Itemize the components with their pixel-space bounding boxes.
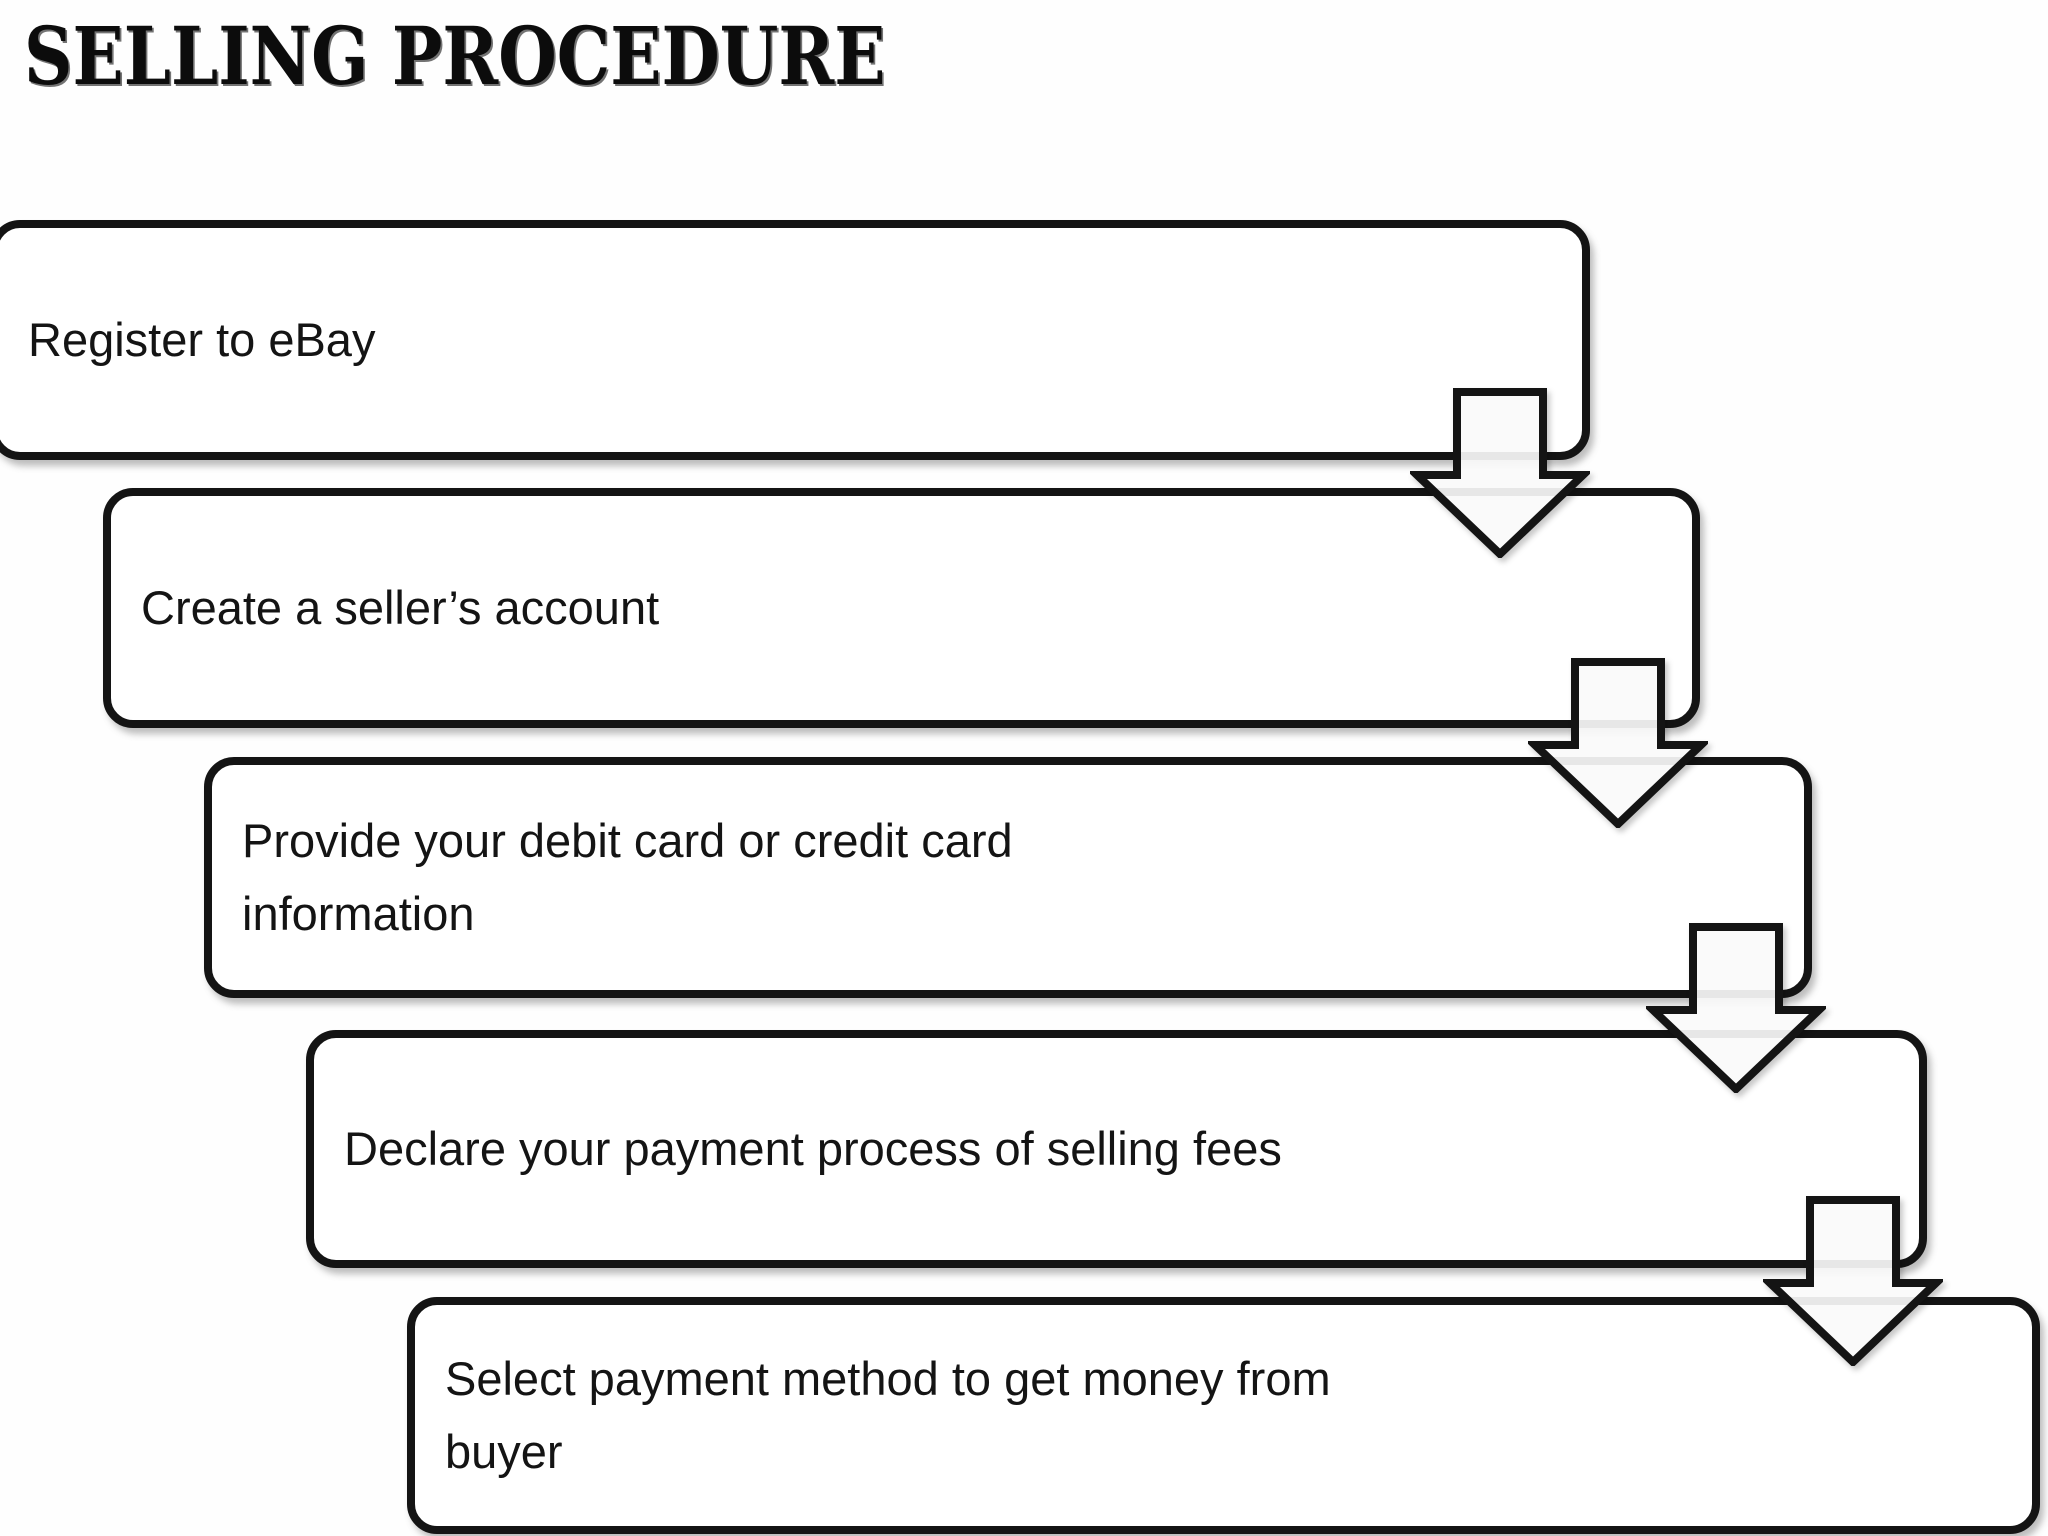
flow-step-label: Register to eBay [28, 312, 376, 366]
flow-step-label: Declare your payment process of selling … [344, 1121, 1282, 1175]
down-arrow-icon [1410, 388, 1590, 558]
slide-title: SELLING PROCEDURE [24, 9, 886, 103]
down-arrow-icon [1763, 1196, 1943, 1366]
down-arrow-icon [1646, 923, 1826, 1093]
flow-step-label: Create a seller’s account [141, 580, 660, 634]
flow-step-select-payment-method: Select payment method to get money from … [407, 1297, 2040, 1534]
down-arrow-icon [1528, 658, 1708, 828]
flow-step-declare-payment-process: Declare your payment process of selling … [306, 1030, 1927, 1268]
flow-step-label: Provide your debit card or credit card i… [242, 813, 1013, 940]
flow-step-label: Select payment method to get money from … [445, 1351, 1331, 1478]
flow-step-register-ebay: Register to eBay [0, 220, 1590, 460]
flow-step-create-seller-account: Create a seller’s account [103, 488, 1700, 728]
flow-step-provide-card-info: Provide your debit card or credit card i… [204, 757, 1812, 998]
